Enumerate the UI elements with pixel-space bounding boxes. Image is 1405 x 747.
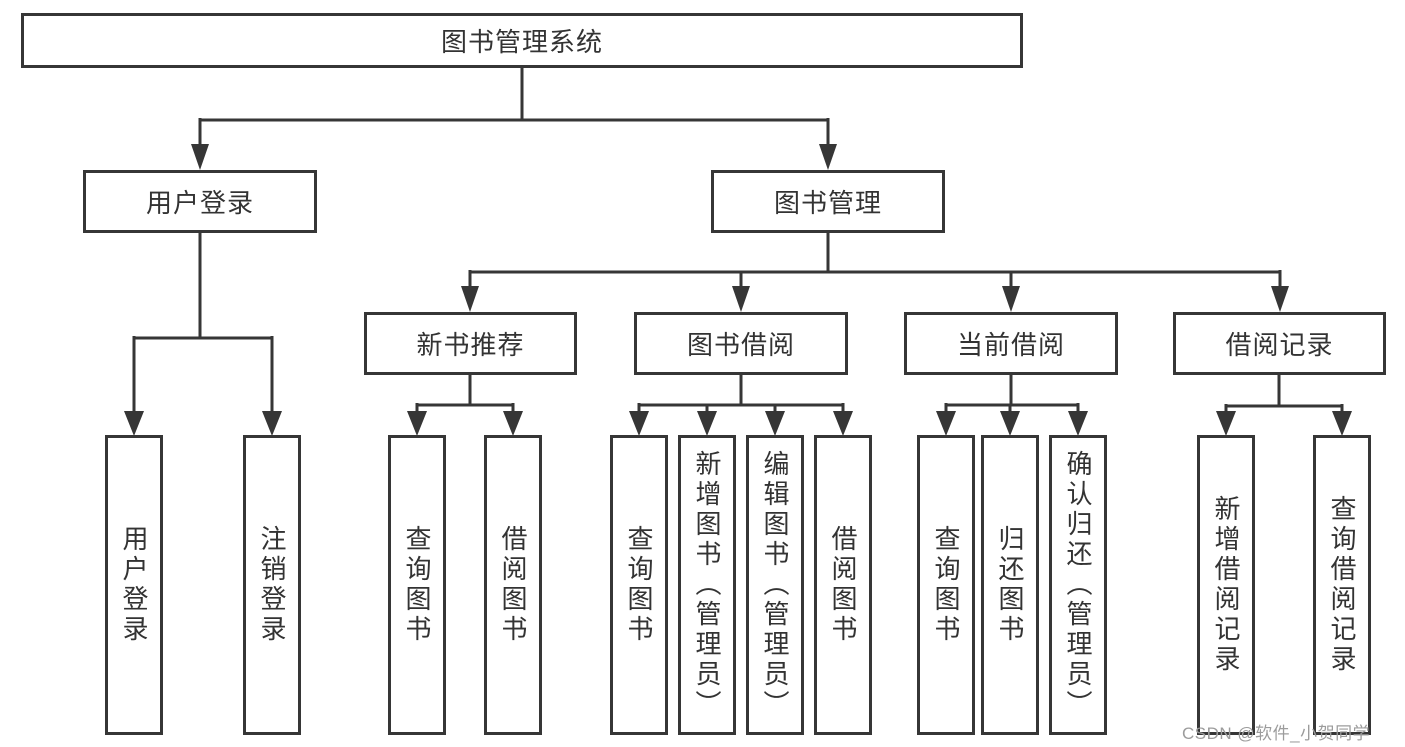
leaf-label: 确认归还（管理员） <box>1063 450 1093 720</box>
leaf-label: 归还图书 <box>995 525 1025 645</box>
leaf-borrow-books: 借阅图书 <box>814 435 872 735</box>
node-new-book-recommendation: 新书推荐 <box>364 312 577 375</box>
leaf-logout-login: 注销登录 <box>243 435 301 735</box>
node-user-login: 用户登录 <box>83 170 317 233</box>
node-label: 用户登录 <box>145 188 254 218</box>
leaf-label: 查询借阅记录 <box>1327 495 1357 675</box>
csdn-watermark: CSDN @软件_小贺同学 <box>1182 724 1371 743</box>
node-label: 借阅记录 <box>1225 330 1334 360</box>
leaf-query-books-borrowing: 查询图书 <box>610 435 668 735</box>
node-current-borrowing: 当前借阅 <box>904 312 1118 375</box>
leaf-label: 借阅图书 <box>828 525 858 645</box>
leaf-label: 新增借阅记录 <box>1211 495 1241 675</box>
node-label: 新书推荐 <box>416 330 525 360</box>
node-label: 图书借阅 <box>686 330 795 360</box>
node-book-borrowing: 图书借阅 <box>634 312 848 375</box>
leaf-add-books-admin: 新增图书（管理员） <box>678 435 736 735</box>
leaf-label: 查询图书 <box>624 525 654 645</box>
node-label: 当前借阅 <box>956 330 1065 360</box>
node-label: 图书管理 <box>773 188 882 218</box>
leaf-label: 注销登录 <box>257 525 287 645</box>
node-book-management: 图书管理 <box>711 170 945 233</box>
leaf-label: 查询图书 <box>931 525 961 645</box>
leaf-borrow-books-recommend: 借阅图书 <box>484 435 542 735</box>
leaf-add-borrow-record: 新增借阅记录 <box>1197 435 1255 735</box>
node-borrowing-records: 借阅记录 <box>1173 312 1386 375</box>
leaf-label: 查询图书 <box>402 525 432 645</box>
leaf-confirm-return-admin: 确认归还（管理员） <box>1049 435 1107 735</box>
leaf-return-books: 归还图书 <box>981 435 1039 735</box>
leaf-label: 用户登录 <box>119 525 149 645</box>
leaf-query-borrow-record: 查询借阅记录 <box>1313 435 1371 735</box>
leaf-query-books-current: 查询图书 <box>917 435 975 735</box>
leaf-edit-books-admin: 编辑图书（管理员） <box>746 435 804 735</box>
leaf-label: 借阅图书 <box>498 525 528 645</box>
node-label: 图书管理系统 <box>440 27 603 57</box>
node-library-management-system: 图书管理系统 <box>21 13 1023 68</box>
leaf-query-books-recommend: 查询图书 <box>388 435 446 735</box>
leaf-label: 新增图书（管理员） <box>692 450 722 720</box>
leaf-user-login: 用户登录 <box>105 435 163 735</box>
leaf-label: 编辑图书（管理员） <box>760 450 790 720</box>
